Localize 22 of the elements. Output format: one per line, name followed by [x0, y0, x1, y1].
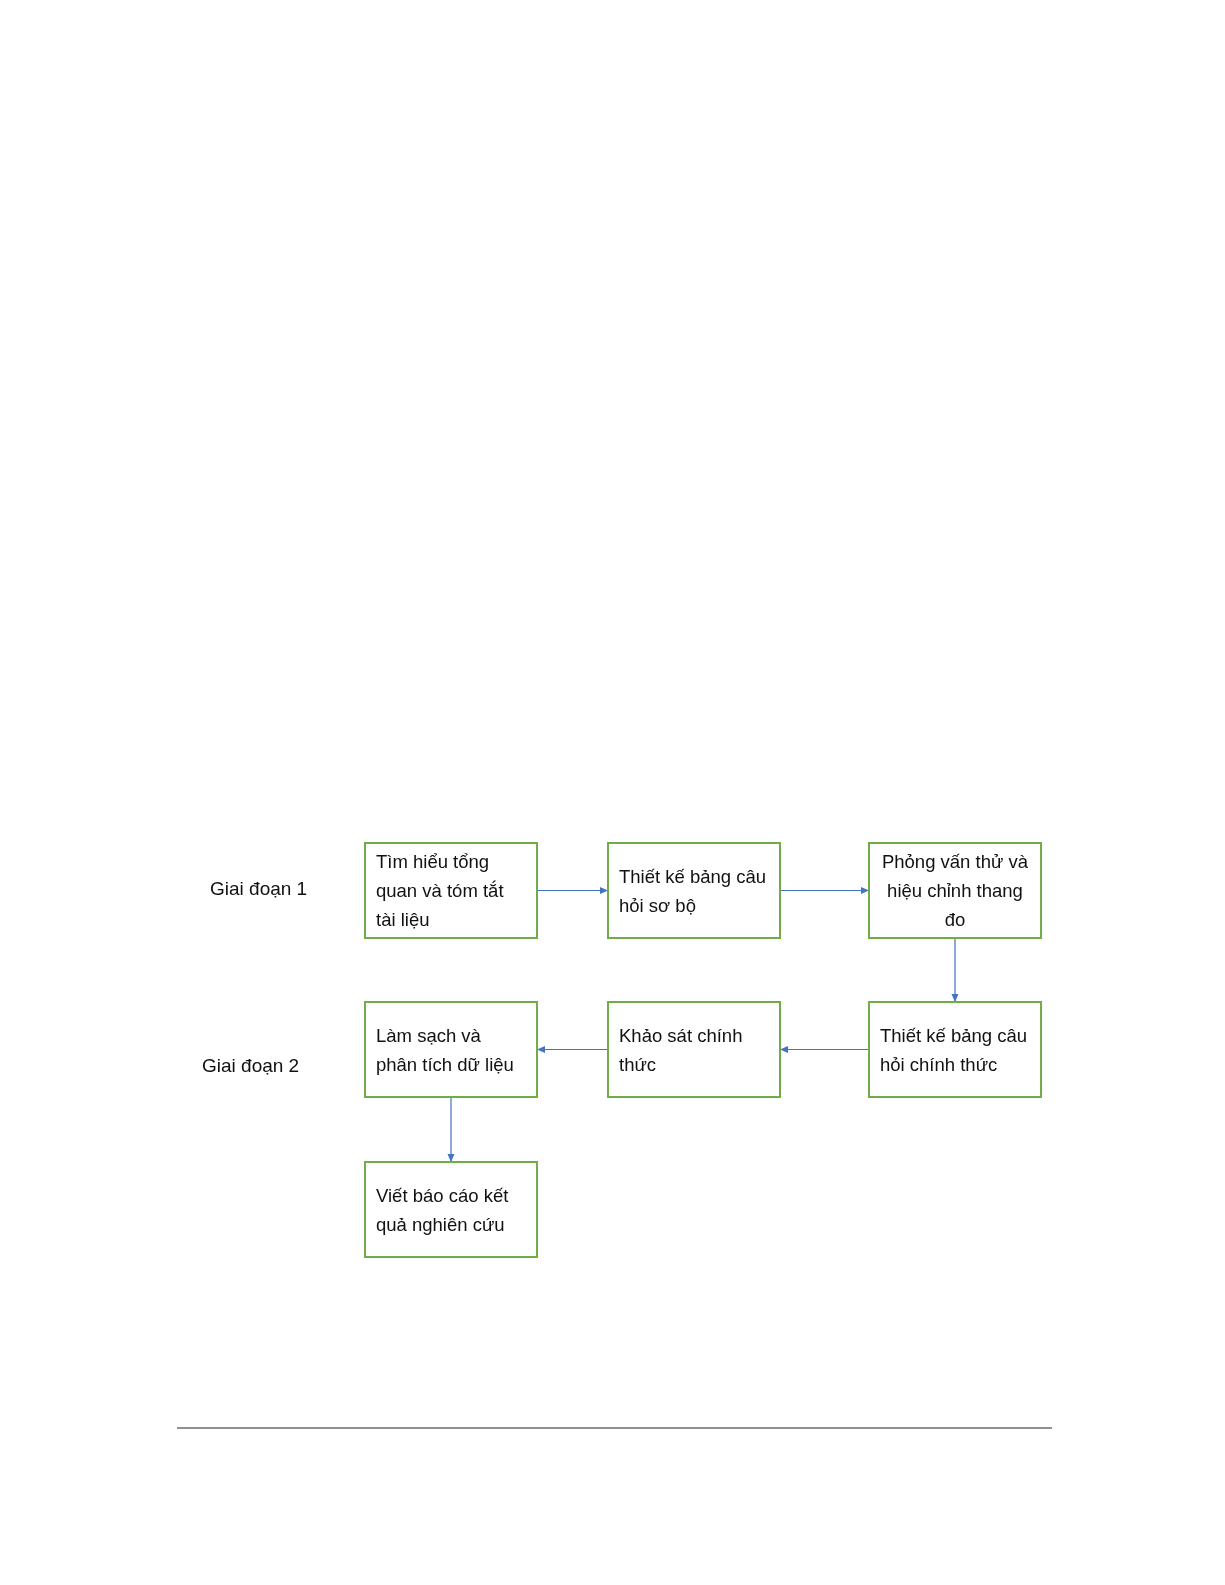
arrow	[537, 1046, 608, 1053]
arrow	[537, 887, 608, 894]
process-box	[364, 1161, 538, 1258]
stage-label: Giai đoạn 1	[210, 878, 308, 900]
box-text: Thiết kế bảng câu hỏi chính thức	[880, 1023, 1029, 1077]
process-box	[364, 842, 538, 939]
box-text: Làm sạch và phân tích dữ liệu	[376, 1023, 515, 1077]
process-box	[607, 1001, 781, 1098]
process-box	[868, 1001, 1042, 1098]
process-box	[868, 842, 1042, 939]
arrow	[951, 938, 959, 1002]
arrow	[780, 1046, 869, 1053]
box-text: Thiết kế bảng câu hỏi sơ bộ	[619, 864, 768, 918]
process-box	[607, 842, 781, 939]
process-box	[364, 1001, 538, 1098]
box-text: Phỏng vấn thử và hiệu chỉnh thang đo	[880, 850, 1030, 932]
box-text: Viết báo cáo kết quả nghiên cứu	[376, 1183, 510, 1237]
arrow	[780, 887, 869, 894]
arrow	[447, 1097, 455, 1162]
box-text: Tìm hiểu tổng quan và tóm tắt tài liệu	[376, 850, 505, 932]
stage-label: Giai đoạn 2	[202, 1055, 300, 1077]
box-text: Khảo sát chính thức	[619, 1023, 744, 1077]
